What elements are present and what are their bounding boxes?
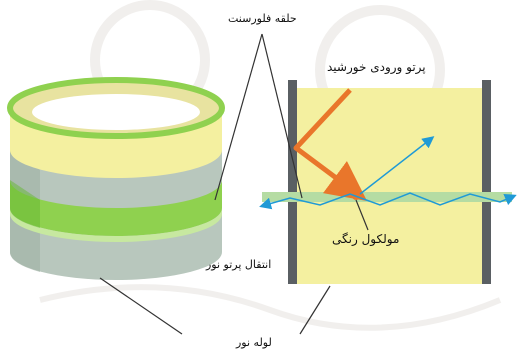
light-pipe-illustration (7, 77, 225, 280)
incoming-sunlight-label: پرتو ورودی خورشید (327, 60, 426, 74)
transmitted-light-ray (259, 192, 517, 210)
dye-molecule-label: مولکول رنگی (332, 232, 400, 246)
left-wall (288, 80, 297, 284)
cross-section-panel (259, 80, 517, 284)
emitted-ray (359, 136, 435, 195)
light-transmission-label: انتقال پرتو نور (206, 258, 272, 271)
leader-lines (99, 33, 369, 335)
right-wall (482, 80, 491, 284)
fluorescent-ring (10, 180, 222, 236)
fluorescent-ring-label: حلقه فلورسنت (228, 12, 297, 25)
light-pipe-label: لوله نور (236, 336, 272, 349)
incoming-sunlight-ray (293, 88, 368, 201)
